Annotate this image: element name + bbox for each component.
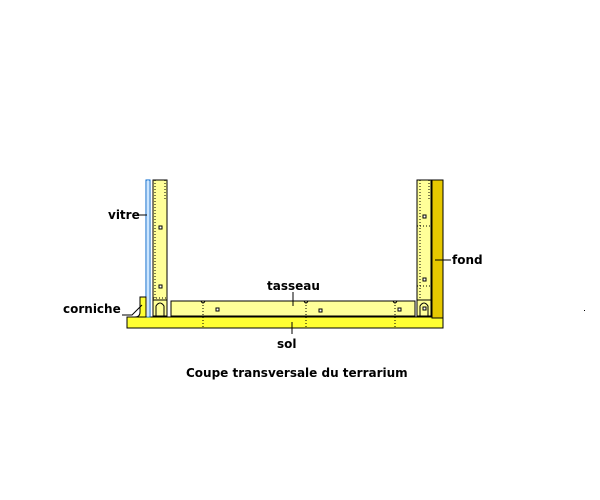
leader-corniche	[122, 304, 143, 316]
label-vitre: vitre	[108, 208, 140, 222]
label-fond: fond	[452, 253, 483, 267]
label-sol: sol	[277, 337, 297, 351]
nail-icon	[422, 306, 427, 311]
diagram-caption: Coupe transversale du terrarium	[186, 366, 408, 380]
right-stile	[416, 179, 432, 318]
nail-icon	[422, 214, 427, 219]
cleat-joint	[392, 300, 398, 304]
floor-board	[126, 316, 444, 329]
back-board	[431, 179, 444, 319]
nail-icon	[158, 284, 163, 289]
nail-icon	[397, 307, 402, 312]
corner-block-groove	[419, 302, 429, 316]
left-stile	[152, 179, 168, 318]
stray-dot	[584, 310, 585, 311]
label-corniche: corniche	[63, 302, 121, 316]
cleat-joint	[303, 300, 309, 304]
corner-block-groove	[155, 302, 165, 316]
nail-icon	[422, 277, 427, 282]
label-tasseau: tasseau	[267, 279, 320, 293]
nail-icon	[158, 225, 163, 230]
nail-icon	[215, 307, 220, 312]
cleat-joint	[200, 300, 206, 304]
corner-block	[152, 299, 168, 317]
nail-icon	[318, 308, 323, 313]
